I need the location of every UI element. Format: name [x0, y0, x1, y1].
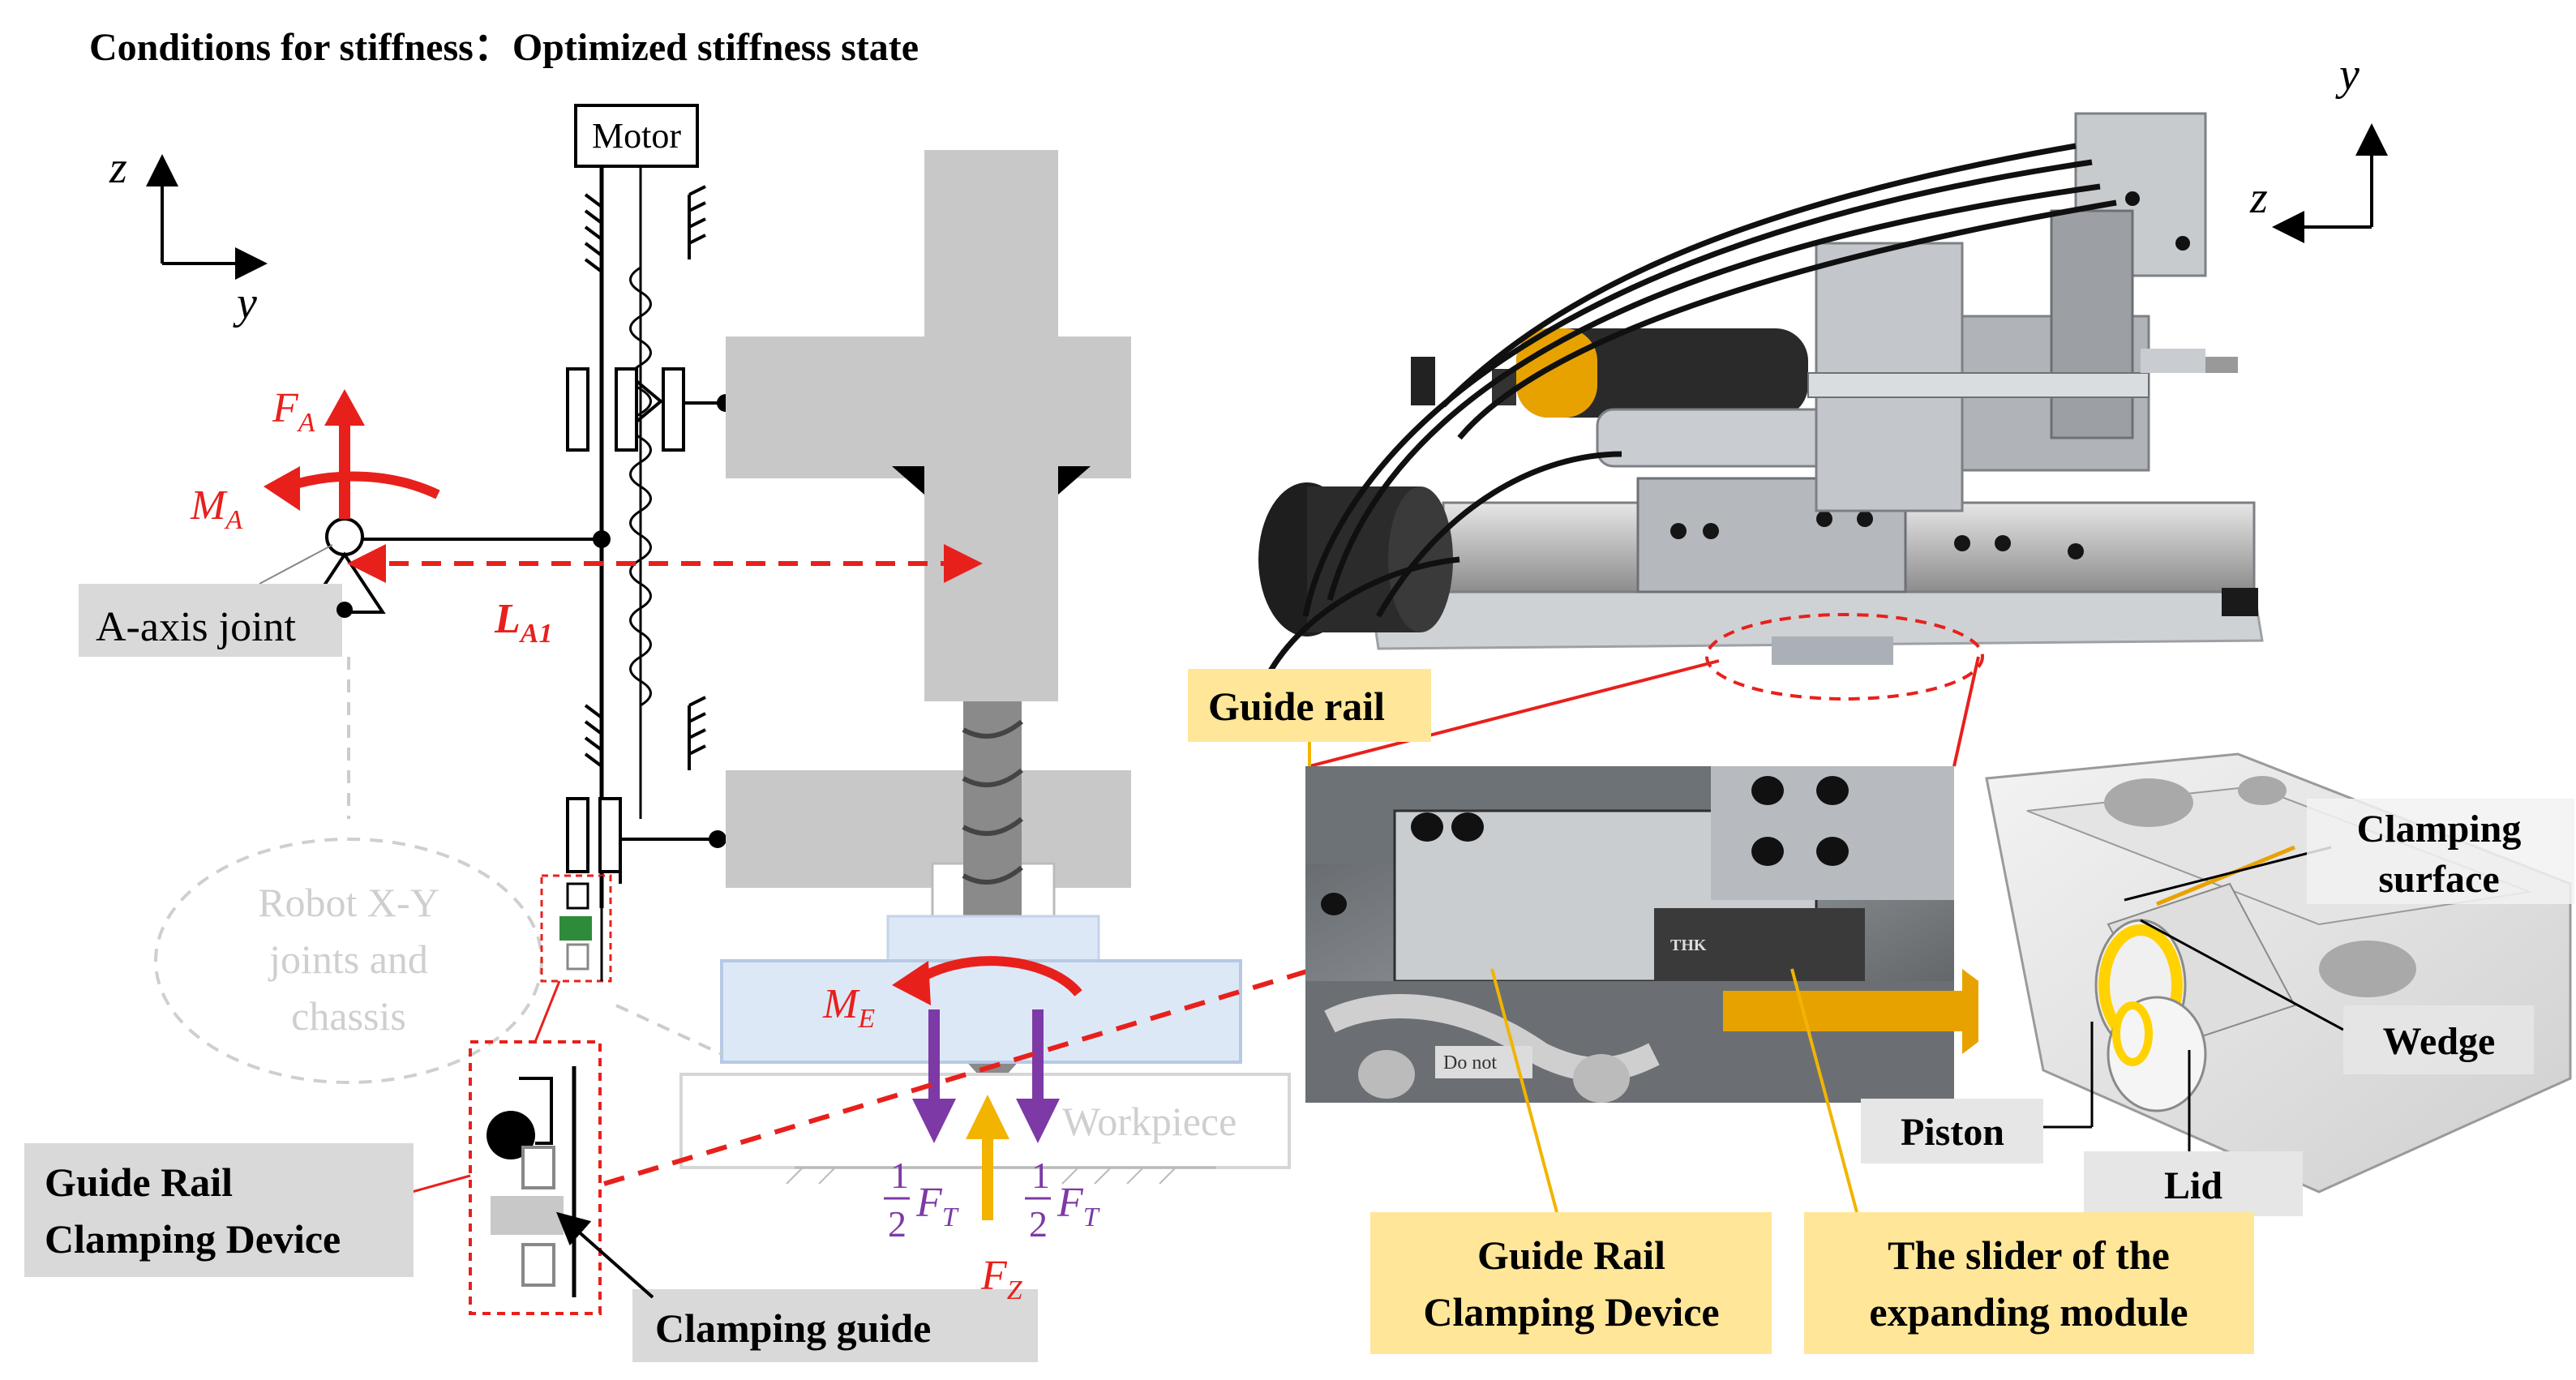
a-axis-joint: A-axis joint — [79, 517, 602, 819]
page-title: Conditions for stiffness：Optimized stiff… — [89, 26, 919, 69]
clamping-guide-label: Clamping guide — [655, 1305, 931, 1351]
guide-rail-label: Guide rail — [1208, 684, 1385, 729]
zoom-photo: THK Do not — [1305, 766, 1954, 1103]
spindle-housing — [726, 150, 1131, 1091]
link-dashed — [603, 958, 1343, 1186]
photo-guide-rail-clamping-device-line2: Clamping Device — [1423, 1289, 1719, 1335]
guide-rail-clamping-device-line1: Guide Rail — [45, 1159, 233, 1205]
guide-rail-label-box — [1188, 669, 1431, 742]
moment-e-label: ME — [822, 981, 875, 1034]
robot-xy-joints: Robot X-Y joints and chassis — [154, 838, 543, 1084]
clamping-surface-line1: Clamping — [2357, 808, 2522, 851]
ground-hatching — [584, 185, 706, 778]
workpiece: Workpiece — [679, 915, 1291, 1185]
workpiece-label: Workpiece — [1062, 1099, 1237, 1144]
motor-assembly: Motor — [566, 104, 735, 908]
robot-xy-line3: chassis — [291, 993, 406, 1039]
axis-z-label: z — [109, 143, 127, 193]
left-axes: z y — [109, 143, 268, 328]
wedge-label: Wedge — [2383, 1020, 2496, 1063]
clamping-surface-line2: surface — [2378, 858, 2499, 901]
clamping-guide-label-box — [632, 1289, 1038, 1362]
length-a1: LA1 — [347, 544, 983, 649]
lower-housing — [726, 770, 1131, 888]
piston-label: Piston — [1901, 1111, 2004, 1154]
svg-text:1: 1 — [890, 1155, 909, 1196]
robot-xy-line1: Robot X-Y — [258, 880, 439, 925]
svg-text:2: 2 — [888, 1203, 907, 1245]
axis-y-label-right: y — [2335, 49, 2360, 100]
svg-text:1: 1 — [1031, 1155, 1050, 1196]
a-axis-joint-label-box — [79, 584, 342, 657]
a-axis-joint-label: A-axis joint — [96, 604, 297, 650]
force-t-right-label: 1 2 FT — [1025, 1155, 1100, 1245]
force-moment-a: FA MA — [190, 385, 440, 535]
moment-a-label: MA — [190, 482, 242, 535]
detail-text: Do not — [1443, 1052, 1497, 1074]
guide-rail-clamping-device-label-box — [24, 1143, 414, 1277]
robot-photo — [1258, 112, 2264, 701]
clamping-device-enlarged — [411, 1040, 602, 1315]
photo-guide-rail-clamping-device-box — [1370, 1212, 1772, 1354]
axis-y-label: y — [233, 278, 257, 328]
robot-xy-line2: joints and — [268, 936, 428, 982]
force-t-arrows — [912, 1009, 1060, 1143]
motor-box — [574, 104, 699, 168]
length-a1-label: LA1 — [494, 596, 552, 649]
guide-rail-clamping-device-line2: Clamping Device — [45, 1216, 341, 1262]
right-axes: y z — [2249, 49, 2388, 243]
clamping-device-small — [534, 874, 722, 1056]
svg-text:FT: FT — [915, 1180, 959, 1232]
lid-label: Lid — [2164, 1164, 2222, 1207]
photo-guide-rail-clamping-device-line1: Guide Rail — [1477, 1232, 1665, 1278]
force-z: FZ — [966, 1095, 1023, 1305]
slider-label-line2: expanding module — [1869, 1289, 2188, 1335]
slider-label-line1: The slider of the — [1888, 1232, 2170, 1278]
force-a-label: FA — [272, 385, 315, 438]
motor-label: Motor — [592, 116, 681, 156]
rail-brand-text: THK — [1670, 936, 1707, 954]
force-z-label: FZ — [980, 1253, 1023, 1305]
axis-z-label-right: z — [2249, 173, 2268, 223]
ball-screw — [629, 266, 652, 707]
moment-e: ME — [822, 956, 1082, 1034]
slider-label-box — [1804, 1212, 2254, 1354]
force-t-left-label: 1 2 FT — [884, 1155, 959, 1245]
svg-text:2: 2 — [1029, 1203, 1048, 1245]
svg-text:FT: FT — [1057, 1180, 1100, 1232]
